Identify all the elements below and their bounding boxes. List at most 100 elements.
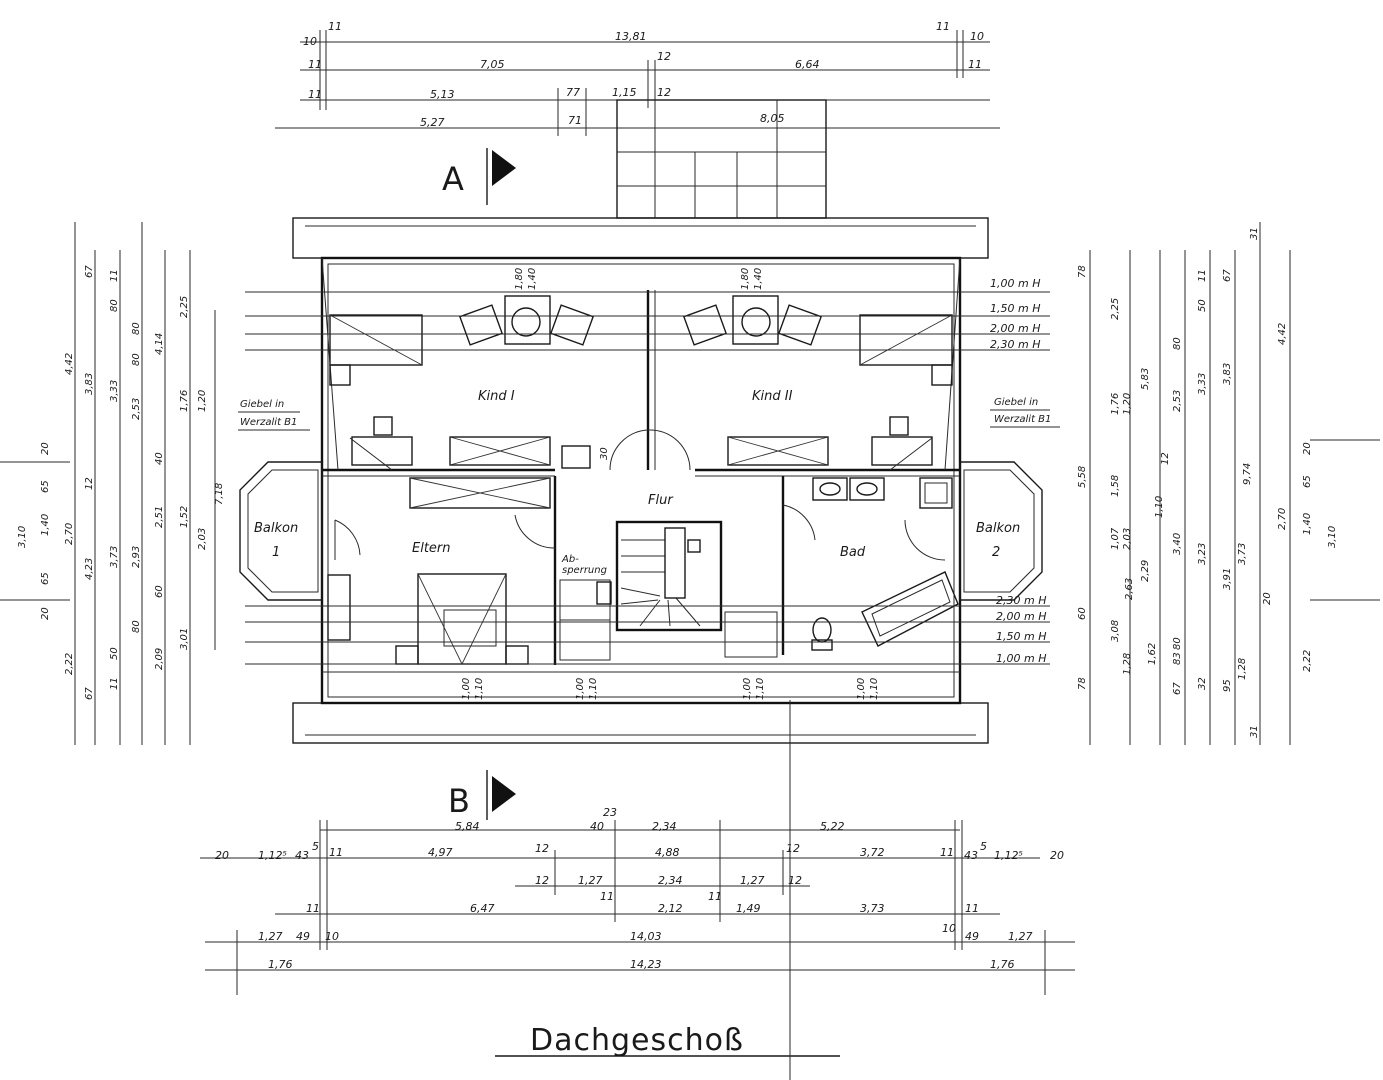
svg-text:2,12: 2,12 [658,902,683,915]
svg-text:23: 23 [603,806,617,819]
svg-text:1,27: 1,27 [258,930,283,943]
svg-text:3,83: 3,83 [84,373,95,395]
svg-text:78: 78 [1077,677,1088,690]
svg-text:1,20: 1,20 [1122,393,1133,415]
height-200-bottom: 2,00 m H [996,610,1046,623]
svg-text:1,52: 1,52 [179,506,190,528]
svg-text:1,12⁵: 1,12⁵ [258,849,287,862]
balcony-2: Balkon 2 [959,461,1043,601]
svg-text:3,73: 3,73 [860,902,885,915]
balcony-1: Balkon 1 [239,461,323,601]
svg-text:20: 20 [40,607,51,620]
left-dimension-chain: 4,42 67 11 3,83 80 3,33 80 2,53 4,14 2,2… [0,222,225,745]
svg-text:11: 11 [329,846,343,859]
dim-top-2a: 11 [308,58,322,71]
svg-text:1,49: 1,49 [736,902,761,915]
dim-top-3b: 5,13 [430,88,455,101]
svg-text:65: 65 [40,480,51,493]
svg-text:11: 11 [1197,269,1208,282]
svg-text:83: 83 [1172,652,1183,665]
svg-text:2,53: 2,53 [1172,390,1183,412]
svg-text:11: 11 [965,902,979,915]
svg-text:4,14: 4,14 [154,333,165,355]
svg-text:12: 12 [535,842,549,855]
svg-text:4,42: 4,42 [64,353,75,375]
svg-text:3,40: 3,40 [1172,533,1183,555]
svg-text:2,70: 2,70 [64,523,75,545]
svg-text:1,76: 1,76 [179,390,190,412]
svg-text:2,25: 2,25 [179,296,190,318]
svg-text:80: 80 [131,620,142,633]
svg-text:67: 67 [1172,682,1183,695]
svg-text:65: 65 [40,572,51,585]
dim-top-1d: 11 [936,20,950,33]
svg-text:5: 5 [312,840,319,853]
svg-text:10: 10 [942,922,956,935]
svg-text:1,00: 1,00 [742,678,753,700]
top-dimension-chain: 10 11 13,81 11 10 11 7,05 12 6,64 11 11 … [275,20,1000,136]
page-title: Dachgeschoß [530,1023,744,1058]
dim-top-3a: 11 [308,88,322,101]
svg-text:1,28: 1,28 [1122,653,1133,675]
dim-top-3d: 1,15 [612,86,637,99]
svg-text:12: 12 [535,874,549,887]
svg-text:5: 5 [980,840,987,853]
svg-text:2,25: 2,25 [1110,298,1121,320]
svg-text:2,63: 2,63 [1124,578,1135,600]
bottom-dimension-chain: 5,84 40 23 2,34 5,22 20 1,12⁵ 43 5 11 4,… [200,806,1075,995]
svg-text:Giebel in: Giebel in [240,399,284,410]
dim-top-1a: 10 [303,35,317,48]
room-eltern: Eltern [412,541,451,556]
stair-label: 30 [599,447,610,460]
svg-text:11: 11 [940,846,954,859]
height-150-bottom: 1,50 m H [996,630,1046,643]
svg-text:20: 20 [40,442,51,455]
dim-top-2d: 6,64 [795,58,820,71]
svg-text:5,22: 5,22 [820,820,845,833]
right-dimension-chain: 31 78 2,25 50 11 67 4,42 5,83 3,83 3,33 … [1077,222,1380,745]
svg-text:31: 31 [1249,227,1260,240]
svg-text:1,76: 1,76 [1110,393,1121,415]
svg-text:67: 67 [1222,269,1233,282]
height-lines: 1,00 m H 1,50 m H 2,00 m H 2,30 m H 2,30… [245,277,1050,665]
svg-text:3,73: 3,73 [109,546,120,568]
dim-top-1c: 13,81 [615,30,647,43]
dim-top-2c: 12 [657,50,671,63]
svg-text:1,27: 1,27 [578,874,603,887]
svg-text:40: 40 [590,820,604,833]
svg-text:14,23: 14,23 [630,958,662,971]
svg-text:3,83: 3,83 [1222,363,1233,385]
svg-text:32: 32 [1197,677,1208,690]
svg-text:2,29: 2,29 [1140,560,1151,582]
svg-text:1,10: 1,10 [474,678,485,700]
svg-text:3,91: 3,91 [1222,568,1233,590]
svg-text:67: 67 [84,265,95,278]
room-bad: Bad [840,545,866,560]
svg-text:2,53: 2,53 [131,398,142,420]
svg-text:1,76: 1,76 [268,958,293,971]
svg-text:1,07: 1,07 [1110,527,1121,550]
svg-text:11: 11 [109,677,120,690]
svg-text:6,47: 6,47 [470,902,495,915]
svg-text:1,80: 1,80 [740,268,751,290]
svg-text:80: 80 [131,322,142,335]
svg-text:1,80: 1,80 [514,268,525,290]
height-230-bottom: 2,30 m H [996,594,1046,607]
svg-text:2: 2 [992,545,1000,560]
svg-text:11: 11 [600,890,614,903]
dim-top-1e: 10 [970,30,984,43]
svg-text:1,12⁵: 1,12⁵ [994,849,1023,862]
svg-text:4,88: 4,88 [655,846,680,859]
svg-text:1,27: 1,27 [740,874,765,887]
svg-text:Balkon: Balkon [976,521,1020,536]
svg-text:1,76: 1,76 [990,958,1015,971]
furniture-kind-1 [329,295,595,471]
svg-text:3,23: 3,23 [1197,543,1208,565]
svg-text:1,62: 1,62 [1147,643,1158,665]
svg-text:1,10: 1,10 [755,678,766,700]
svg-text:20: 20 [1050,849,1064,862]
dim-top-4c: 8,05 [760,112,785,125]
section-marker-a: A [442,148,516,205]
svg-text:11: 11 [109,269,120,282]
